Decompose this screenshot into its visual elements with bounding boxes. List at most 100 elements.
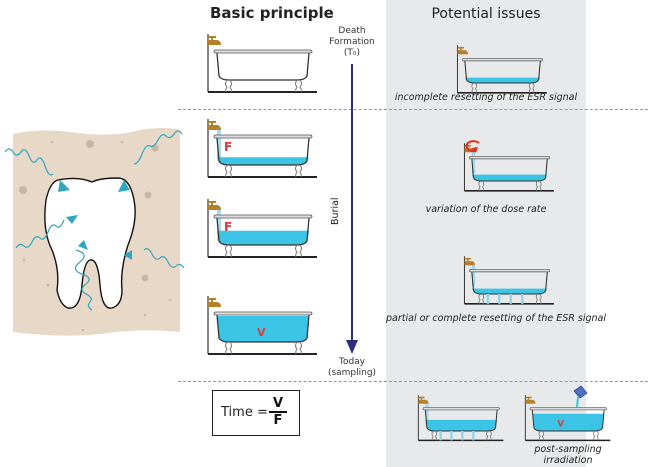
- caption-post-sampling-line2: irradiation: [543, 455, 593, 466]
- tub-letter: V: [557, 419, 564, 429]
- tub-leg: [225, 79, 232, 93]
- water-fill: [471, 174, 548, 181]
- tap-icon: [525, 396, 536, 404]
- tooth-shape: [44, 177, 136, 309]
- tap-icon: [208, 298, 221, 307]
- leak-stream: [486, 294, 490, 304]
- basic-principle-heading: Basic principle: [210, 4, 334, 22]
- formula-denominator: F: [273, 413, 283, 428]
- caption-post-sampling: post-sampling irradiation: [523, 444, 613, 466]
- sampling-label: (sampling): [327, 368, 377, 378]
- tub-body: [216, 217, 310, 246]
- tub-body: [531, 409, 605, 432]
- formula-lhs: Time =: [221, 405, 268, 420]
- timeline-arrow: [346, 64, 358, 354]
- bathtub-partial-reset: [463, 256, 554, 305]
- bathtub-empty: [207, 34, 317, 93]
- formula-numerator: V: [269, 396, 287, 413]
- tub-body: [216, 52, 310, 81]
- tub-leg: [225, 244, 232, 258]
- divider-top: [178, 109, 648, 110]
- tub-leg: [295, 79, 302, 93]
- tub-leg: [538, 430, 545, 441]
- tub-rim: [213, 311, 313, 316]
- tap-icon: [208, 121, 221, 130]
- t0-label: (T₀): [343, 48, 361, 58]
- time-formula: Time = V F: [212, 390, 300, 436]
- tub-letter: V: [257, 326, 266, 339]
- burial-label: Burial: [330, 197, 341, 225]
- water-fill: [217, 230, 309, 245]
- tub-leg: [528, 82, 535, 94]
- tub-body: [471, 158, 548, 182]
- timeline-start-label: Death Formation (T₀): [317, 26, 387, 59]
- bathtub-full: V: [207, 296, 317, 355]
- formula-fraction: V F: [269, 396, 287, 429]
- water-fill: [217, 157, 309, 165]
- tub-rim: [469, 269, 551, 273]
- leak-stream: [450, 431, 453, 441]
- tub-leg: [431, 430, 438, 441]
- caption-partial-reset: partial or complete resetting of the ESR…: [386, 313, 606, 324]
- tub-leg: [225, 341, 232, 355]
- today-label: Today: [338, 357, 366, 367]
- tub-body: [216, 137, 310, 166]
- potential-issues-heading: Potential issues: [431, 6, 541, 22]
- water-fill: [425, 419, 498, 431]
- leak-stream: [461, 431, 464, 441]
- caption-incomplete-reset: incomplete resetting of the ESR signal: [394, 92, 578, 103]
- tub-rim: [213, 134, 313, 139]
- leak-stream: [521, 294, 524, 304]
- leak-stream: [439, 431, 442, 441]
- tap-icon: [418, 396, 429, 404]
- tub-leg: [535, 293, 542, 305]
- bathtub-leaking: [417, 395, 504, 442]
- tub-leg: [593, 430, 599, 441]
- bathtub-post-sampling: V: [524, 395, 611, 442]
- tap-icon: [208, 36, 221, 45]
- formation-label: Formation: [329, 37, 375, 47]
- timeline-end-label: Today (sampling): [317, 357, 387, 379]
- tub-leg: [478, 180, 485, 192]
- tub-rim: [213, 49, 313, 54]
- tub-leg: [295, 164, 302, 178]
- water-fill: [217, 316, 309, 342]
- tub-rim: [469, 156, 551, 160]
- water-fill: [532, 413, 605, 431]
- tub-body: [424, 409, 498, 432]
- death-label: Death: [338, 26, 366, 36]
- caption-dose-rate: variation of the dose rate: [425, 204, 547, 215]
- tap-icon: [464, 257, 476, 266]
- tub-leg: [471, 82, 478, 94]
- tub-leg: [486, 430, 492, 441]
- rotate-icon: [465, 140, 480, 153]
- soil-pebbles: [19, 140, 172, 332]
- bathtub-filling-2: F: [207, 199, 317, 258]
- bathtub-filling-1: F: [207, 119, 317, 178]
- tub-rim: [213, 214, 313, 219]
- tub-body: [216, 314, 310, 343]
- tub-leg: [225, 164, 232, 178]
- water-fill: [471, 288, 548, 294]
- water-fill: [464, 77, 541, 83]
- leak-stream: [472, 431, 475, 441]
- bathtub-incomplete-reset: [456, 45, 547, 94]
- tooth-illustration: [4, 128, 185, 336]
- leak-stream: [509, 294, 513, 304]
- tub-body: [471, 271, 548, 295]
- tub-leg: [295, 341, 302, 355]
- tap-icon: [208, 201, 221, 210]
- divider-bottom: [178, 381, 648, 382]
- tub-leg: [535, 180, 542, 192]
- tub-leg: [295, 244, 302, 258]
- tap-icon: [457, 46, 469, 55]
- arrowheads: [58, 180, 132, 260]
- tub-leg: [478, 293, 485, 305]
- tub-rim: [529, 407, 607, 411]
- bucket-icon: [573, 385, 588, 408]
- tub-letter: F: [224, 220, 232, 234]
- tub-body: [464, 60, 541, 84]
- tub-rim: [422, 407, 500, 411]
- tub-rim: [462, 58, 544, 62]
- caption-post-sampling-line1: post-sampling: [534, 444, 602, 455]
